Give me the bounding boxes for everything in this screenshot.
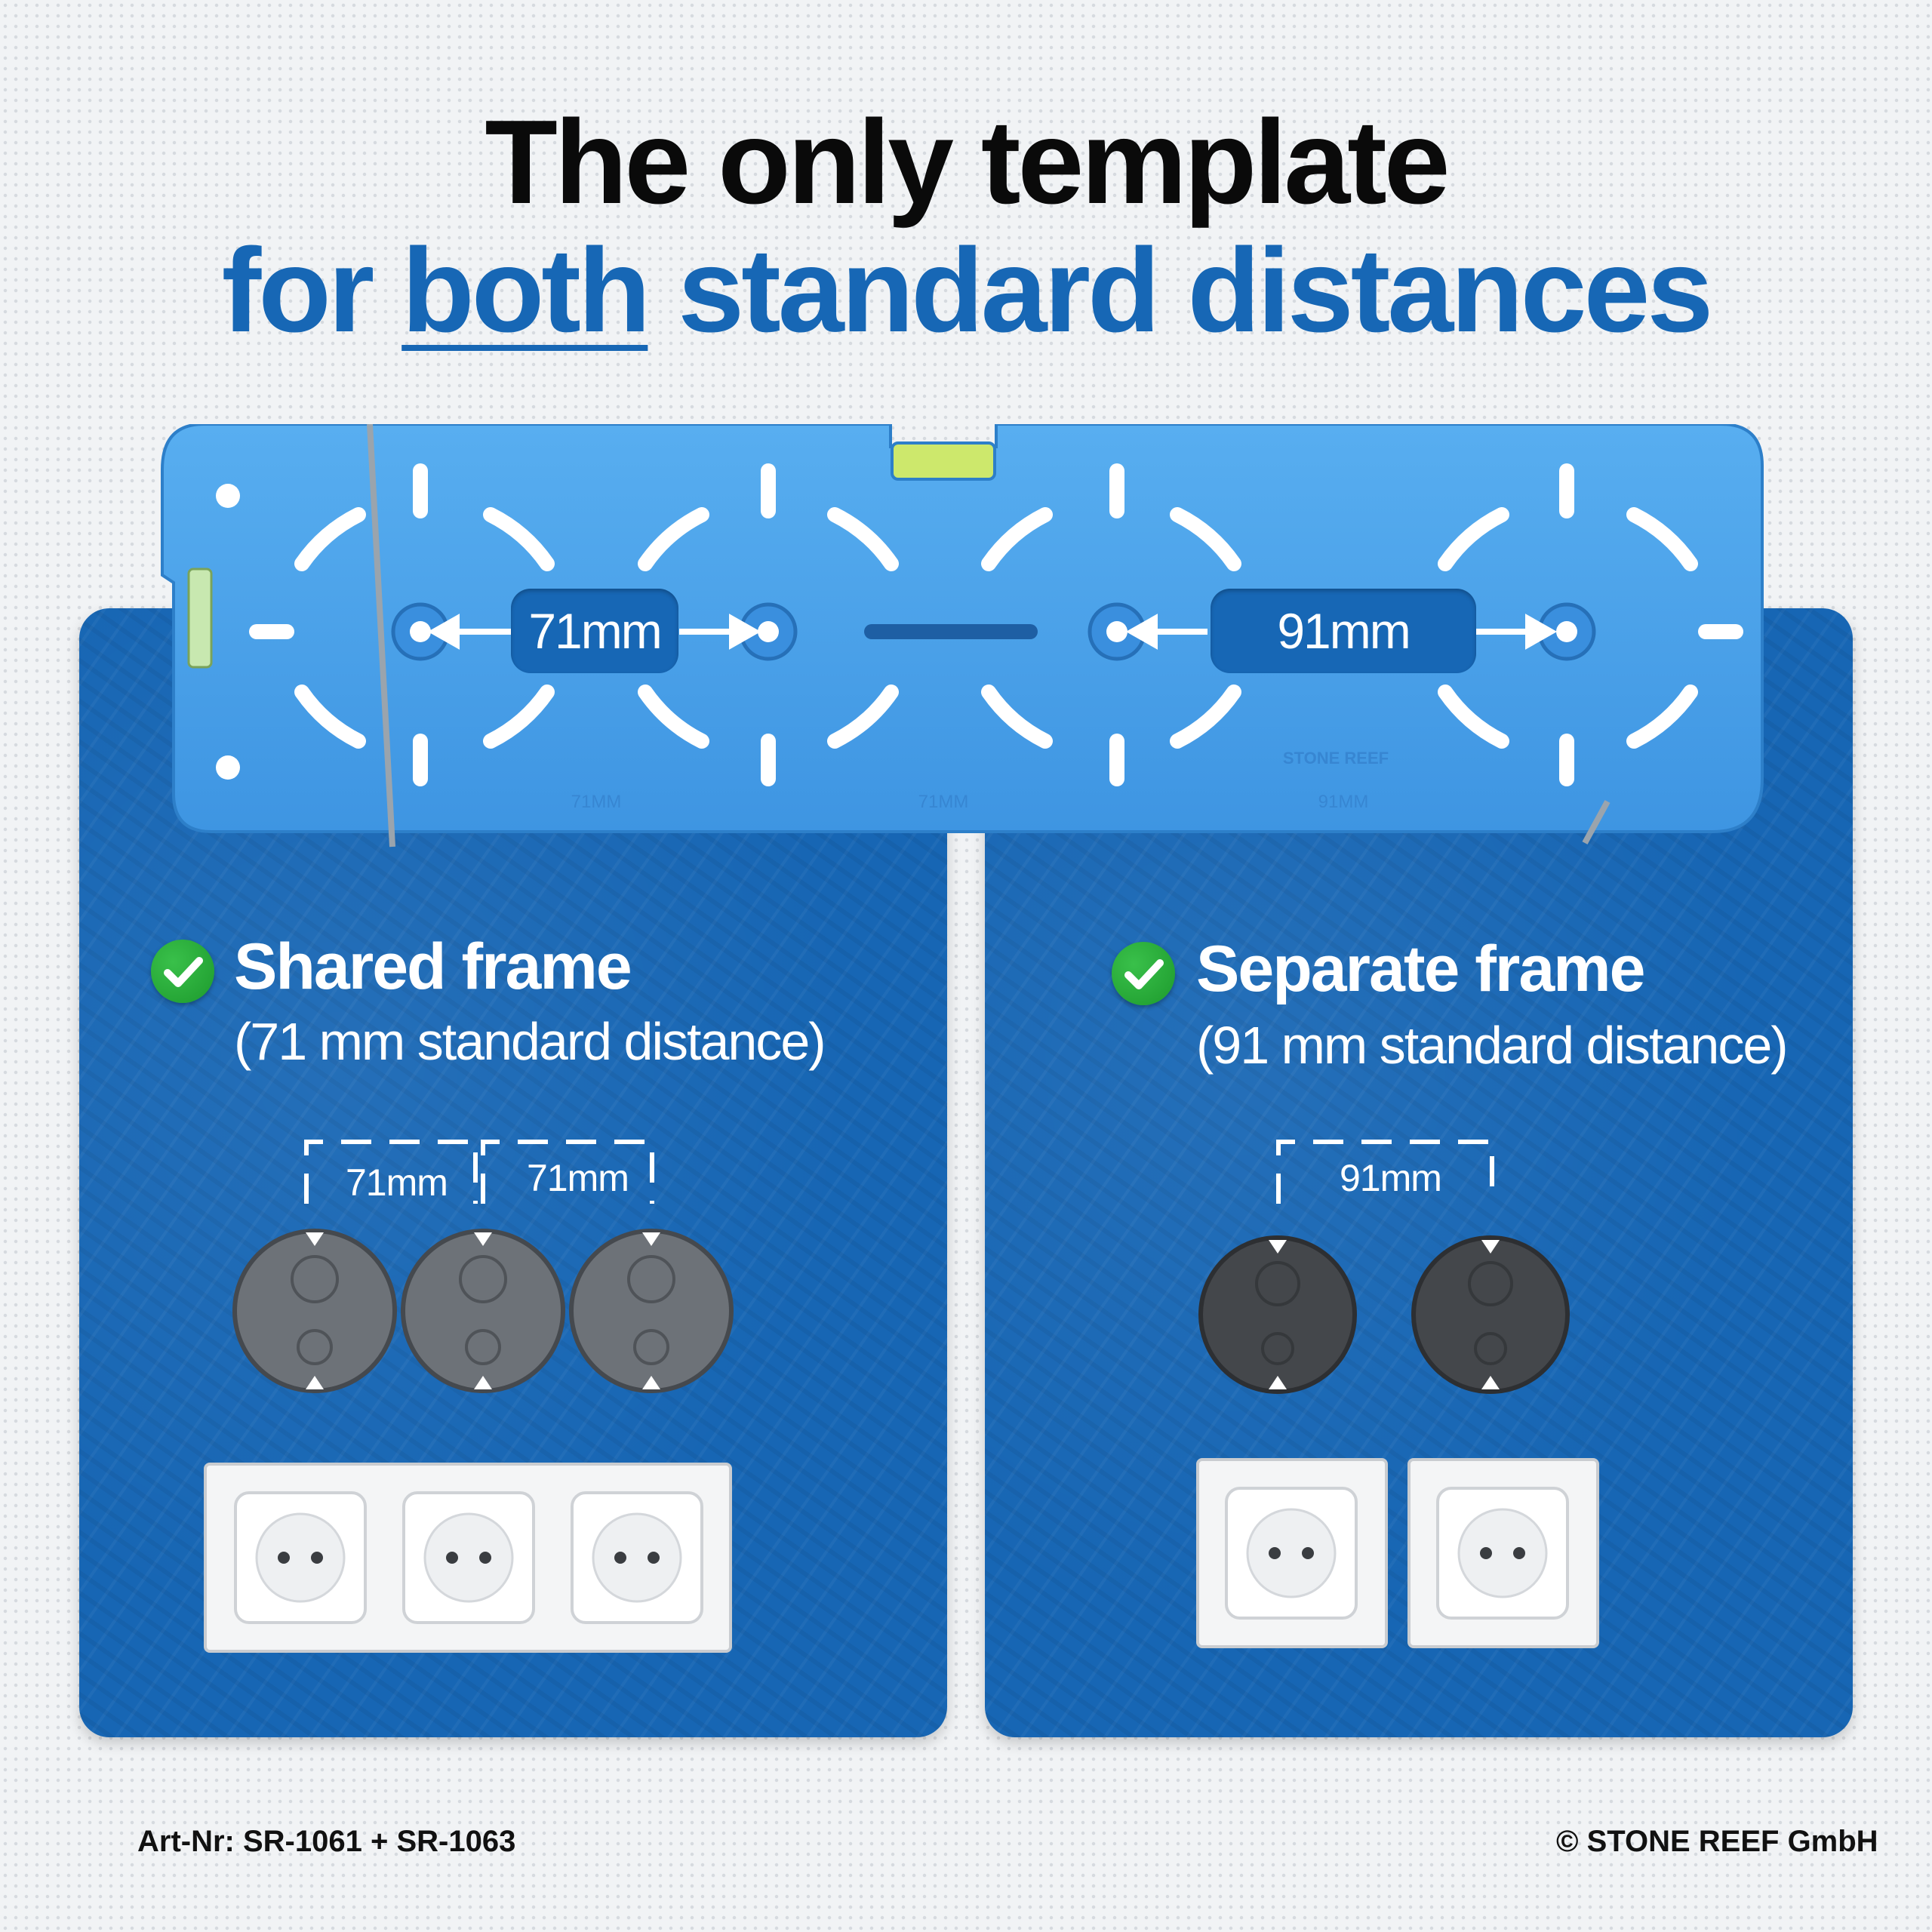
check-icon-right <box>1112 942 1175 1005</box>
top-spirit-level <box>891 441 996 481</box>
measure-label-71-a: 71mm <box>346 1161 448 1204</box>
article-number: Art-Nr: SR-1061 + SR-1063 <box>137 1825 516 1858</box>
headline-prefix: for <box>221 224 402 357</box>
separate-frame-subtitle: (91 mm standard distance) <box>1196 1016 1789 1075</box>
headline: The only template for both standard dist… <box>0 98 1932 355</box>
headline-suffix: standard distances <box>648 224 1713 357</box>
dim-pill-71: 71mm <box>511 589 678 673</box>
headline-emphasis: both <box>401 224 651 357</box>
socket-frame-shared <box>204 1463 732 1653</box>
dim-pill-91: 91mm <box>1211 589 1476 673</box>
socket-insert <box>402 1491 535 1624</box>
separate-frame-title: Separate frame <box>1196 933 1645 1005</box>
copyright: © STONE REEF GmbH <box>1556 1825 1878 1858</box>
measure-label-71-b: 71mm <box>527 1157 629 1199</box>
template-slots <box>249 463 1743 786</box>
shared-frame-subtitle: (71 mm standard distance) <box>234 1012 826 1071</box>
socket-frame <box>1196 1458 1388 1648</box>
measure-bracket-right <box>1276 1140 1494 1204</box>
flush-boxes-shared <box>232 1229 734 1393</box>
socket-frames-separate <box>1196 1458 1599 1648</box>
flush-boxes-separate <box>1198 1235 1570 1394</box>
engraving-71-left: 71MM <box>571 792 622 812</box>
flush-box <box>569 1229 734 1393</box>
shared-frame-title: Shared frame <box>234 931 632 1003</box>
mount-hole-bottom <box>216 755 240 780</box>
mount-hole-top <box>216 484 240 508</box>
brand-engraving: STONE REEF <box>1283 749 1389 768</box>
headline-line-2: for both standard distances <box>0 226 1932 355</box>
check-icon-left <box>151 940 214 1003</box>
flush-box <box>1198 1235 1357 1394</box>
engraving-71-center: 71MM <box>918 792 969 812</box>
drilling-template: 71MM 71MM 91MM STONE REEF <box>158 424 1766 854</box>
measure-label-91: 91mm <box>1340 1157 1442 1199</box>
pin-left <box>367 424 395 848</box>
dimension-arrows <box>427 614 1558 650</box>
flush-box <box>1411 1235 1570 1394</box>
socket-insert <box>571 1491 703 1624</box>
flush-box <box>401 1229 565 1393</box>
socket-frame <box>1407 1458 1599 1648</box>
socket-insert <box>234 1491 367 1624</box>
template-illustration: 71MM 71MM 91MM STONE REEF <box>161 424 1764 848</box>
side-spirit-level <box>187 568 213 669</box>
headline-line-1: The only template <box>485 96 1450 229</box>
template-hubs <box>391 602 1596 661</box>
measure-bracket-left <box>304 1140 654 1204</box>
flush-box <box>232 1229 397 1393</box>
pin-right <box>1582 800 1611 844</box>
engraving-91: 91MM <box>1318 792 1369 812</box>
